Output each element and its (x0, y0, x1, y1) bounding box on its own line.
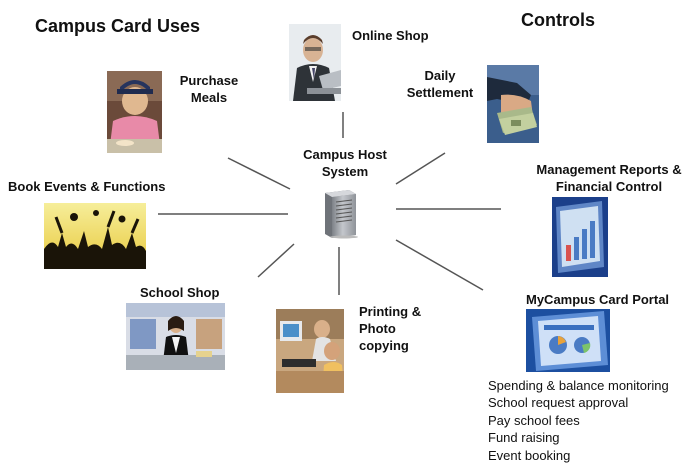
portal-feature-list: Spending & balance monitoring School req… (488, 377, 669, 464)
printing-label-line3: copying (359, 338, 409, 353)
link-purchase-meals (227, 157, 291, 190)
purchase-meals-label: Purchase Meals (172, 72, 246, 106)
hub-label: Campus Host System (283, 146, 407, 180)
link-portal (395, 239, 484, 291)
link-daily-settlement (395, 152, 446, 185)
portal-feature-item: Fund raising (488, 430, 560, 446)
printing-label-line2: Photo (359, 321, 396, 336)
cheering-crowd-silhouette-photo (44, 203, 146, 269)
portal-feature-item: Pay school fees (488, 412, 580, 428)
portal-feature-item: Spending & balance monitoring (488, 378, 669, 393)
management-reports-label-line1: Management Reports & (536, 162, 682, 177)
management-reports-label: Management Reports & Financial Control (524, 161, 694, 195)
monitor-with-dashboard-photo (526, 309, 610, 372)
businessman-at-laptop-photo (289, 24, 341, 101)
daily-settlement-label: Daily Settlement (398, 67, 482, 101)
purchase-meals-label-line2: Meals (190, 90, 228, 105)
management-reports-label-line2: Financial Control (555, 179, 663, 194)
printing-label-line1: Printing & (359, 304, 422, 319)
daily-settlement-label-line2: Settlement (406, 85, 474, 100)
school-shop-label: School Shop (140, 285, 220, 300)
portal-label: MyCampus Card Portal (526, 292, 670, 307)
child-eating-lunch-photo (107, 71, 162, 153)
server-tower-icon (319, 189, 358, 239)
students-at-computer-photo (276, 309, 344, 393)
link-school-shop (257, 243, 295, 278)
student-at-shop-counter-photo (126, 303, 225, 370)
hub-label-line2: System (321, 164, 369, 179)
portal-feature-item: School request approval (488, 395, 629, 411)
purchase-meals-label-line1: Purchase (179, 73, 239, 88)
printing-label: Printing & Photo copying (359, 303, 421, 354)
hub-label-line1: Campus Host (303, 147, 387, 162)
online-shop-label: Online Shop (352, 28, 429, 43)
uses-title: Campus Card Uses (35, 16, 201, 36)
monitor-with-bar-chart-photo (552, 197, 608, 277)
controls-title: Controls (521, 10, 595, 30)
book-events-label: Book Events & Functions (8, 179, 166, 194)
portal-feature-item: Event booking (488, 447, 571, 463)
daily-settlement-label-line1: Daily (424, 68, 456, 83)
hand-with-cash-photo (487, 65, 539, 143)
